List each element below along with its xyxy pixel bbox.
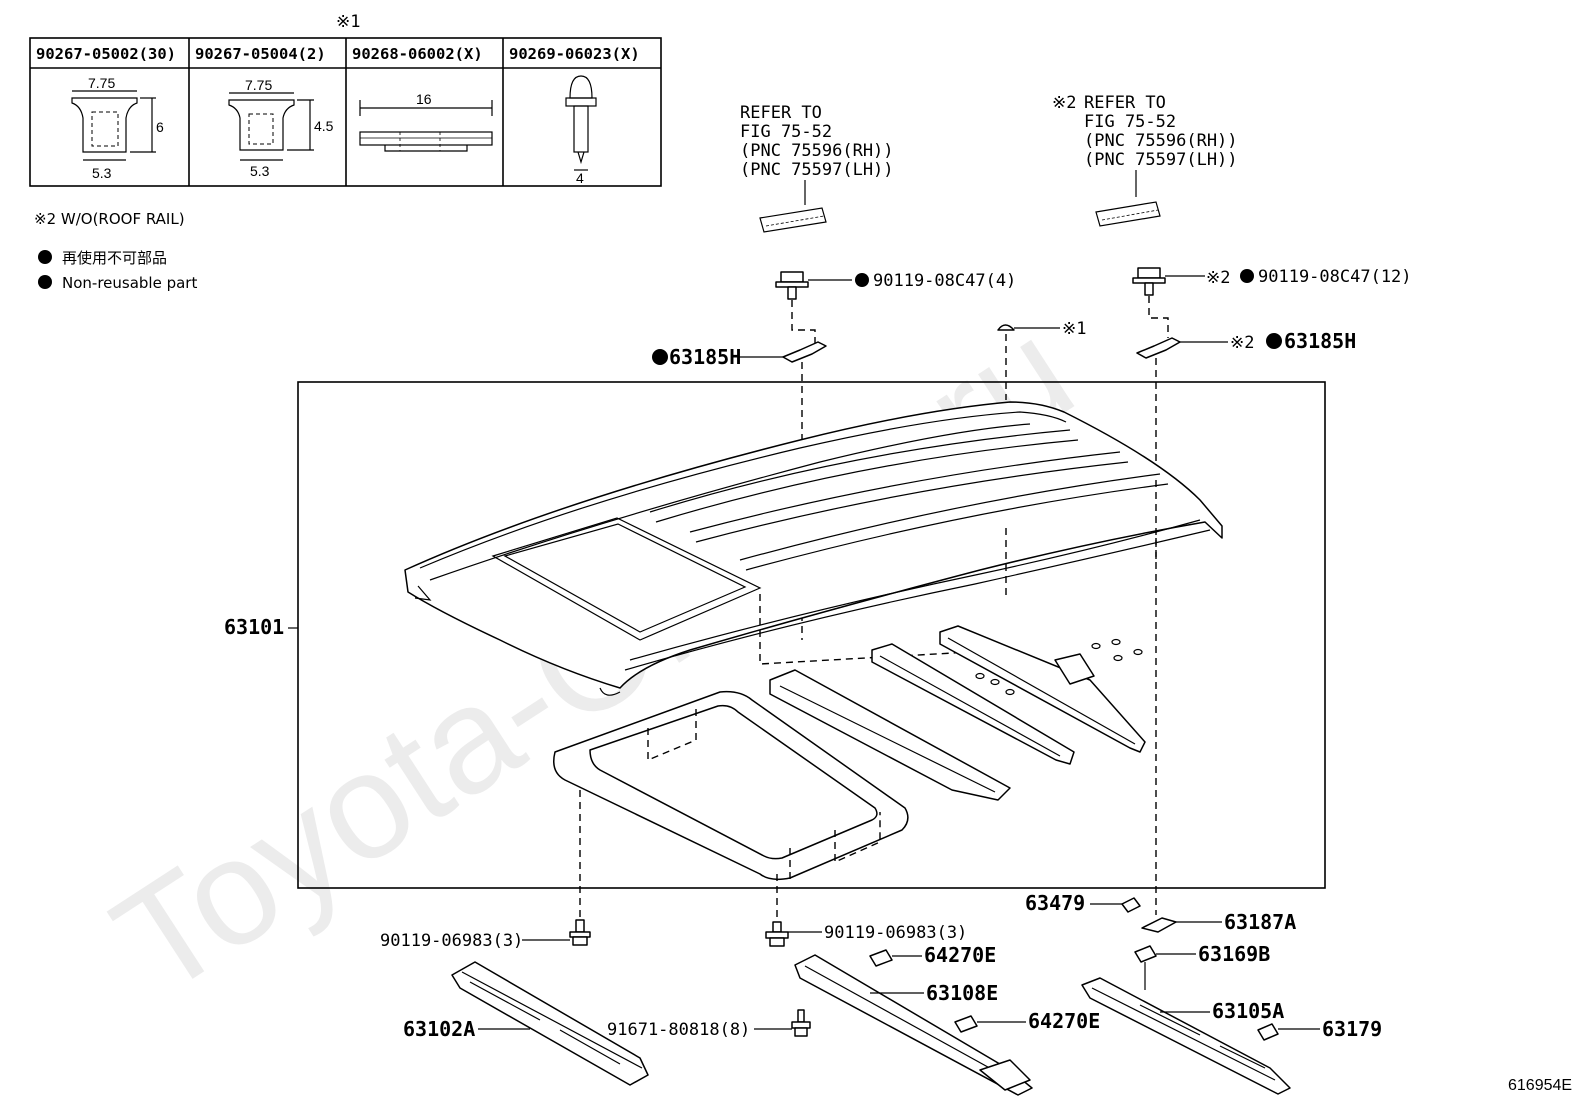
refer-note-right: ※2 REFER TO FIG 75-52 (PNC 75596(RH)) (P… xyxy=(1052,93,1238,227)
table-header-1: 90267-05002(30) xyxy=(36,45,176,63)
dim-c2-top: 7.75 xyxy=(245,77,272,93)
roof-assembly-frame xyxy=(297,381,1326,889)
legend-non-reusable-jp: 再使用不可部品 xyxy=(62,249,167,267)
label-rivet[interactable]: 91671-80818(8) xyxy=(607,1020,750,1040)
label-bolt-right-mark: ※2 xyxy=(1206,268,1230,288)
rear-rail-63105A[interactable] xyxy=(1081,977,1291,1095)
label-clip-mark: ※1 xyxy=(1062,319,1086,339)
roof-rail-cover-icon xyxy=(759,207,827,233)
non-reusable-dot-icon xyxy=(855,273,869,287)
refer-right-line-4: (PNC 75597(LH)) xyxy=(1084,150,1238,170)
bolt-90119-06983-mid[interactable] xyxy=(765,921,789,947)
legend-note-2: ※2 W/O(ROOF RAIL) xyxy=(34,210,185,228)
label-63479[interactable]: 63479 xyxy=(1025,891,1085,915)
rivet-91671-80818[interactable] xyxy=(791,1009,811,1037)
bolt-90119-08C47-right[interactable] xyxy=(1132,267,1166,296)
refer-right-mark: ※2 xyxy=(1052,93,1076,113)
clip-note1[interactable] xyxy=(997,324,1015,331)
dim-c1-bottom: 5.3 xyxy=(92,165,112,181)
fastener-table: ※1 90267-05002(30) 90267-05004(2) 90268-… xyxy=(29,12,662,187)
legend-non-reusable-en: Non-reusable part xyxy=(62,274,197,292)
refer-left-line-1: REFER TO xyxy=(740,103,822,123)
non-reusable-dot-icon xyxy=(1266,333,1282,349)
table-header-3: 90268-06002(X) xyxy=(352,45,483,63)
clip-holes xyxy=(975,638,1143,696)
fastener-90269-06023-drawing: 4 xyxy=(565,75,597,186)
label-63169B[interactable]: 63169B xyxy=(1198,942,1270,966)
label-bolt-bottom-mid[interactable]: 90119-06983(3) xyxy=(824,923,967,943)
non-reusable-dot-icon xyxy=(38,275,52,289)
label-bow-mid[interactable]: 63108E xyxy=(926,981,998,1005)
non-reusable-dot-icon xyxy=(38,250,52,264)
fastener-90267-05004-drawing: 7.75 4.5 5.3 xyxy=(228,77,334,179)
figure-id: 616954E xyxy=(1508,1077,1572,1094)
label-roof-panel[interactable]: 63101 xyxy=(224,615,284,639)
label-bracket-right[interactable]: 63185H xyxy=(1284,329,1356,353)
roof-bow-rear[interactable] xyxy=(939,625,1146,753)
dim-c2-side: 4.5 xyxy=(314,118,334,134)
label-bolt-right[interactable]: 90119-08C47(12) xyxy=(1258,267,1412,287)
label-63179[interactable]: 63179 xyxy=(1322,1017,1382,1041)
roof-panel-63101[interactable] xyxy=(404,401,1223,696)
table-header-2: 90267-05004(2) xyxy=(195,45,326,63)
refer-right-line-1: REFER TO xyxy=(1084,93,1166,113)
fastener-90268-06002-drawing: 16 xyxy=(359,91,493,152)
non-reusable-dot-icon xyxy=(652,349,668,365)
fastener-90267-05002-drawing: 7.75 6 5.3 xyxy=(71,75,164,181)
table-header-4: 90269-06023(X) xyxy=(509,45,640,63)
pad-64270E-lower[interactable] xyxy=(954,1015,978,1033)
label-pad-upper[interactable]: 64270E xyxy=(924,943,996,967)
refer-left-line-4: (PNC 75597(LH)) xyxy=(740,160,894,180)
label-bracket-right-mark: ※2 xyxy=(1230,333,1254,353)
label-rear-rail[interactable]: 63105A xyxy=(1212,999,1284,1023)
bracket-63185H-right[interactable] xyxy=(1136,337,1181,359)
refer-left-line-3: (PNC 75596(RH)) xyxy=(740,141,894,161)
bracket-63187A[interactable] xyxy=(1141,917,1177,933)
table-note-mark: ※1 xyxy=(336,12,360,32)
bracket-63185H-left[interactable] xyxy=(782,341,827,363)
clip-63479[interactable] xyxy=(1121,897,1141,913)
bolt-90119-08C47-left[interactable] xyxy=(775,271,809,300)
non-reusable-dot-icon xyxy=(1240,269,1254,283)
front-rail-63102A[interactable] xyxy=(451,961,649,1086)
dim-c1-top: 7.75 xyxy=(88,75,115,91)
roof-rail-cover-icon xyxy=(1095,201,1161,227)
roof-bow-63108E[interactable] xyxy=(794,954,1033,1096)
dim-c4-bottom: 4 xyxy=(576,170,584,186)
dim-c2-bottom: 5.3 xyxy=(250,163,270,179)
roof-bow-middle[interactable] xyxy=(871,643,1075,765)
refer-note-left: REFER TO FIG 75-52 (PNC 75596(RH)) (PNC … xyxy=(740,103,894,233)
sunroof-reinforcement[interactable] xyxy=(553,690,909,881)
label-front-rail[interactable]: 63102A xyxy=(403,1017,475,1041)
dim-c3-length: 16 xyxy=(416,91,432,107)
dim-c1-side: 6 xyxy=(156,119,164,135)
label-pad-lower[interactable]: 64270E xyxy=(1028,1009,1100,1033)
pad-64270E-upper[interactable] xyxy=(869,949,893,967)
legend: ※2 W/O(ROOF RAIL) 再使用不可部品 Non-reusable p… xyxy=(34,210,197,292)
pad-63179[interactable] xyxy=(1257,1023,1279,1041)
label-bolt-left[interactable]: 90119-08C47(4) xyxy=(873,271,1016,291)
refer-left-line-2: FIG 75-52 xyxy=(740,122,832,142)
roof-bow-front[interactable] xyxy=(769,669,1011,801)
pad-63169B[interactable] xyxy=(1134,945,1157,963)
bolt-90119-06983-left[interactable] xyxy=(569,919,591,946)
refer-right-line-2: FIG 75-52 xyxy=(1084,112,1176,132)
refer-right-line-3: (PNC 75596(RH)) xyxy=(1084,131,1238,151)
label-bolt-bottom-left[interactable]: 90119-06983(3) xyxy=(380,931,523,951)
label-bracket-left[interactable]: 63185H xyxy=(669,345,741,369)
label-63187A[interactable]: 63187A xyxy=(1224,910,1296,934)
